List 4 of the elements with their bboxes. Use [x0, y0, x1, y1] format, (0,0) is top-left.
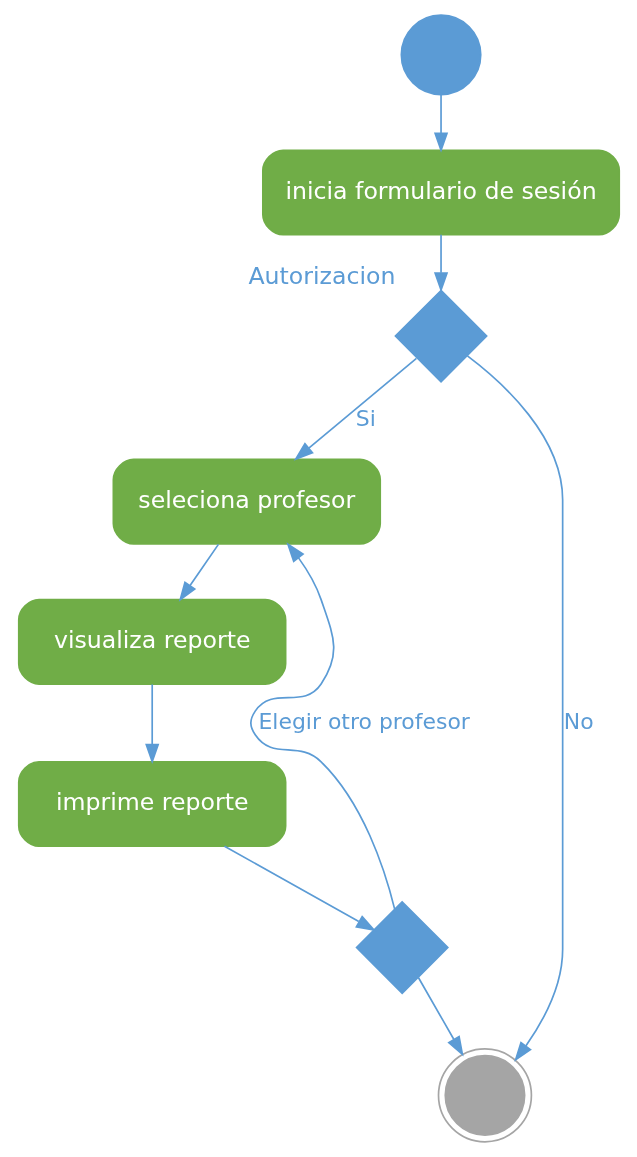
- edge-label: Elegir otro profesor: [257, 708, 470, 734]
- edge-label: No: [563, 708, 594, 734]
- node-label: Autorizacion: [247, 262, 395, 291]
- edge-label: Si: [355, 406, 376, 432]
